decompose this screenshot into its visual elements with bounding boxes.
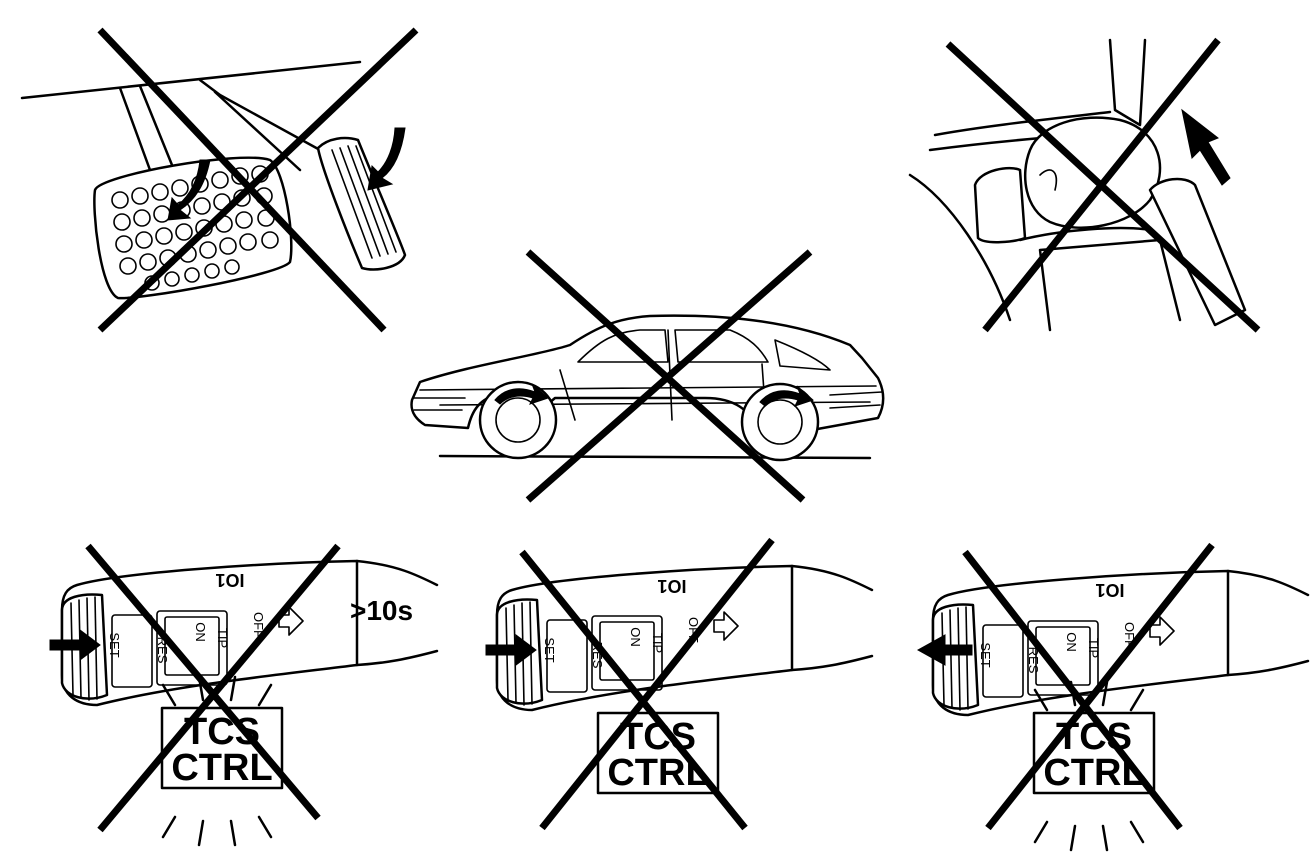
press-set-arrow-icon	[485, 634, 537, 666]
tip-label: TIP	[1086, 638, 1101, 658]
stalk-set-press-panel: SET RES ON TIP OFF IO1 TCS CTRL	[485, 537, 874, 831]
on-label: ON	[193, 622, 208, 642]
prohibition-cross	[519, 537, 775, 831]
on-label: ON	[1064, 632, 1079, 652]
car-panel	[410, 249, 885, 503]
rear-wheel-spin-arrow-icon	[759, 385, 814, 407]
press-accelerator-arrow-icon	[367, 127, 406, 191]
press-brake-arrow-icon	[167, 159, 211, 221]
indicator-line2: CTRL	[607, 752, 708, 794]
prohibition-cross	[962, 542, 1215, 831]
res-label: RES	[1026, 647, 1041, 674]
pedals-panel	[20, 27, 419, 333]
duration-label: >10s	[350, 595, 413, 626]
stalk-pull-panel: SET RES ON TIP OFF IO1 TCS CTRL	[916, 542, 1310, 852]
prohibition-cross	[85, 543, 341, 833]
gear-position-gate	[973, 166, 1027, 244]
front-wheel-spin-arrow-icon	[494, 383, 549, 405]
set-label: SET	[542, 637, 557, 662]
dial-label: IO1	[215, 570, 244, 590]
tip-label: TIP	[215, 628, 230, 648]
prohibition-cross	[97, 27, 419, 333]
tcs-ctrl-indicator: TCS CTRL	[160, 675, 284, 847]
dial-label: IO1	[1095, 580, 1124, 600]
on-label: ON	[628, 627, 643, 647]
shift-up-arrow-icon	[1181, 108, 1231, 186]
set-label: SET	[107, 632, 122, 657]
pull-stalk-arrow-icon	[916, 634, 973, 666]
prohibition-cross	[525, 249, 813, 503]
dial-label: IO1	[657, 576, 686, 596]
prohibition-cross	[945, 37, 1261, 333]
indicator-line2: CTRL	[171, 747, 272, 789]
tcs-ctrl-indicator: TCS CTRL	[1032, 680, 1156, 852]
tip-label: TIP	[650, 633, 665, 653]
press-set-arrow-icon	[49, 629, 101, 661]
stalk-set-hold-panel: SET RES ON TIP OFF IO1 >10s TCS CTRL	[49, 543, 439, 847]
gear-selector-panel	[908, 37, 1261, 333]
set-label: SET	[978, 642, 993, 667]
